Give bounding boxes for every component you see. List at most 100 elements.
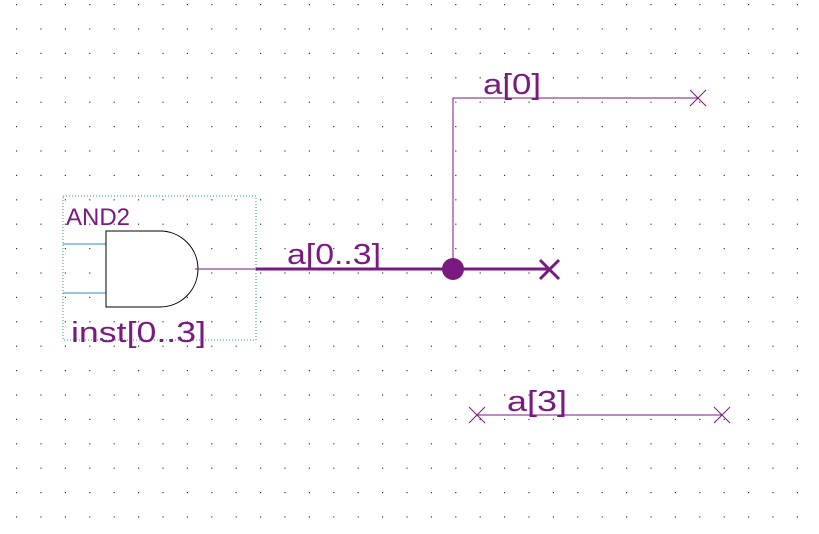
- grid-dot: [455, 248, 457, 250]
- grid-dot: [455, 345, 457, 347]
- grid-dot: [577, 4, 579, 6]
- grid-dot: [235, 223, 237, 225]
- grid-dot: [333, 272, 335, 274]
- grid-dot: [284, 28, 286, 30]
- grid-dot: [113, 199, 115, 201]
- grid-dot: [40, 101, 42, 103]
- grid-dot: [455, 516, 457, 518]
- grid-dot: [211, 272, 213, 274]
- grid-dot: [138, 492, 140, 494]
- grid-dot: [333, 516, 335, 518]
- grid-dot: [601, 394, 603, 396]
- and-gate-body[interactable]: [105, 230, 199, 308]
- grid-dot: [162, 443, 164, 445]
- grid-dot: [577, 150, 579, 152]
- grid-dot: [16, 28, 18, 30]
- grid-dot: [406, 174, 408, 176]
- grid-dot: [113, 418, 115, 420]
- grid-dot: [382, 492, 384, 494]
- grid-dot: [650, 467, 652, 469]
- grid-dot: [333, 77, 335, 79]
- grid-dot: [601, 467, 603, 469]
- grid-dot: [64, 418, 66, 420]
- grid-dot: [308, 4, 310, 6]
- grid-dot: [674, 418, 676, 420]
- grid-dot: [552, 150, 554, 152]
- grid-dot: [796, 443, 798, 445]
- grid-dot: [186, 4, 188, 6]
- grid-dot: [308, 101, 310, 103]
- grid-dot: [479, 150, 481, 152]
- grid-dot: [235, 174, 237, 176]
- grid-dot: [674, 101, 676, 103]
- grid-dot: [455, 418, 457, 420]
- grid-dot: [357, 101, 359, 103]
- grid-dot: [211, 418, 213, 420]
- grid-dot: [235, 443, 237, 445]
- grid-dot: [455, 370, 457, 372]
- grid-dot: [284, 52, 286, 54]
- grid-dot: [772, 174, 774, 176]
- grid-dot: [406, 321, 408, 323]
- grid-dot: [650, 101, 652, 103]
- grid-dot: [162, 516, 164, 518]
- bus-label: a[0..3]: [287, 239, 381, 271]
- grid-dot: [89, 223, 91, 225]
- grid-dot: [796, 370, 798, 372]
- grid-dot: [674, 126, 676, 128]
- grid-dot: [528, 126, 530, 128]
- grid-dot: [333, 321, 335, 323]
- grid-dot: [577, 272, 579, 274]
- grid-dot: [577, 394, 579, 396]
- grid-dot: [772, 223, 774, 225]
- grid-dot: [138, 4, 140, 6]
- grid-dot: [796, 4, 798, 6]
- grid-dot: [40, 345, 42, 347]
- grid-dot: [626, 370, 628, 372]
- grid-dot: [748, 443, 750, 445]
- grid-dot: [40, 248, 42, 250]
- grid-dot: [699, 443, 701, 445]
- and-gate-icon[interactable]: [63, 230, 256, 308]
- grid-dot: [16, 492, 18, 494]
- grid-dot: [382, 467, 384, 469]
- grid-dot: [260, 394, 262, 396]
- grid-dot: [308, 321, 310, 323]
- grid-dot: [211, 296, 213, 298]
- grid-dot: [284, 223, 286, 225]
- grid-dot: [308, 77, 310, 79]
- grid-dot: [723, 28, 725, 30]
- grid-dot: [186, 77, 188, 79]
- grid-dot: [186, 52, 188, 54]
- grid-dot: [382, 296, 384, 298]
- grid-dot: [284, 150, 286, 152]
- grid-dot: [796, 492, 798, 494]
- grid-dot: [772, 370, 774, 372]
- grid-dot: [284, 101, 286, 103]
- grid-dot: [650, 174, 652, 176]
- grid-dot: [138, 443, 140, 445]
- grid-dot: [577, 321, 579, 323]
- grid-dot: [479, 199, 481, 201]
- grid-dot: [479, 248, 481, 250]
- grid-dot: [186, 321, 188, 323]
- grid-dot: [357, 345, 359, 347]
- grid-dot: [162, 126, 164, 128]
- grid-dot: [89, 248, 91, 250]
- grid-dot: [382, 52, 384, 54]
- grid-dot: [333, 345, 335, 347]
- wire-a0[interactable]: [452, 97, 698, 269]
- grid-dot: [89, 150, 91, 152]
- grid-dot: [504, 101, 506, 103]
- grid-dot: [406, 4, 408, 6]
- grid-dot: [16, 418, 18, 420]
- grid-dot: [308, 296, 310, 298]
- grid-dot: [260, 492, 262, 494]
- grid-dot: [504, 28, 506, 30]
- grid-dot: [260, 150, 262, 152]
- grid-dot: [455, 443, 457, 445]
- grid-dot: [723, 272, 725, 274]
- grid-dot: [430, 77, 432, 79]
- grid-dot: [333, 370, 335, 372]
